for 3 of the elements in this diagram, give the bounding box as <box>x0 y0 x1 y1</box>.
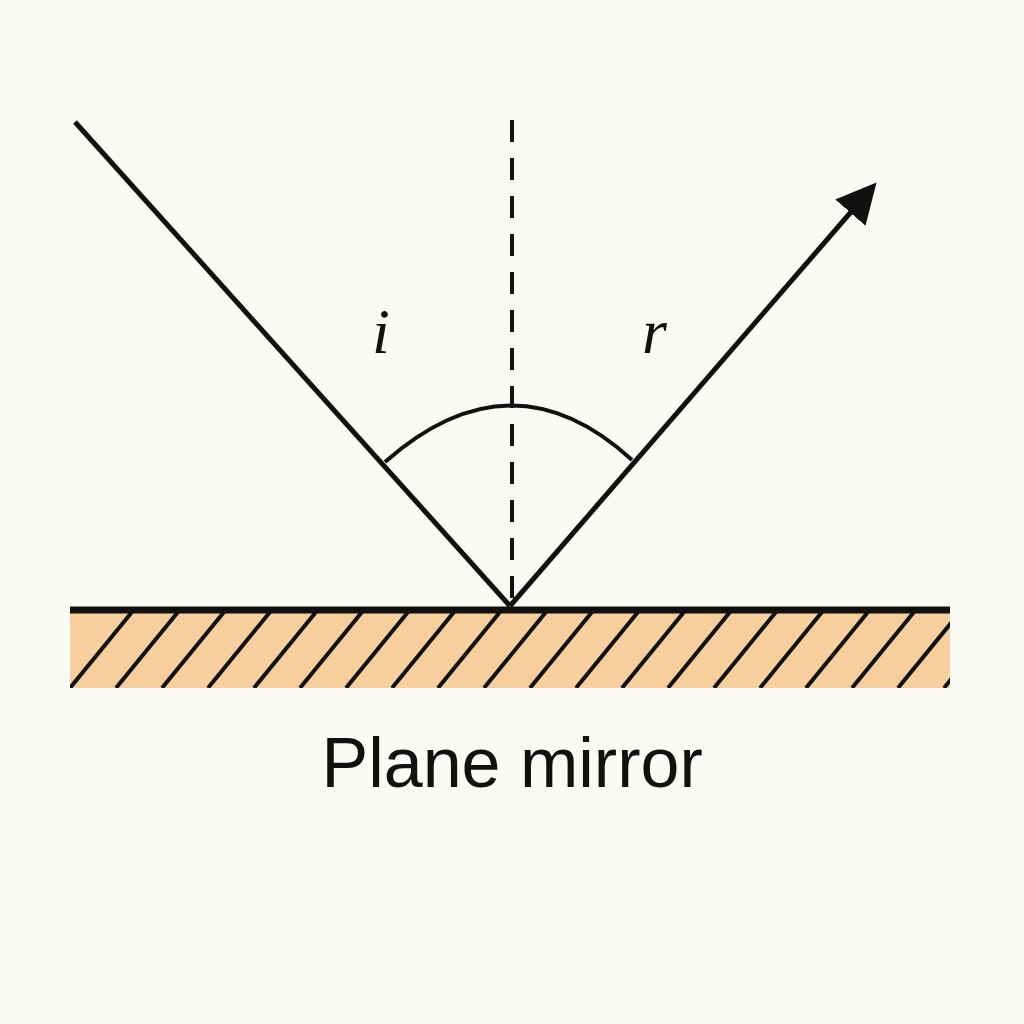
angle-label: r <box>642 300 667 364</box>
angle-label: i <box>372 300 390 364</box>
caption-text: Plane mirror <box>321 728 703 798</box>
